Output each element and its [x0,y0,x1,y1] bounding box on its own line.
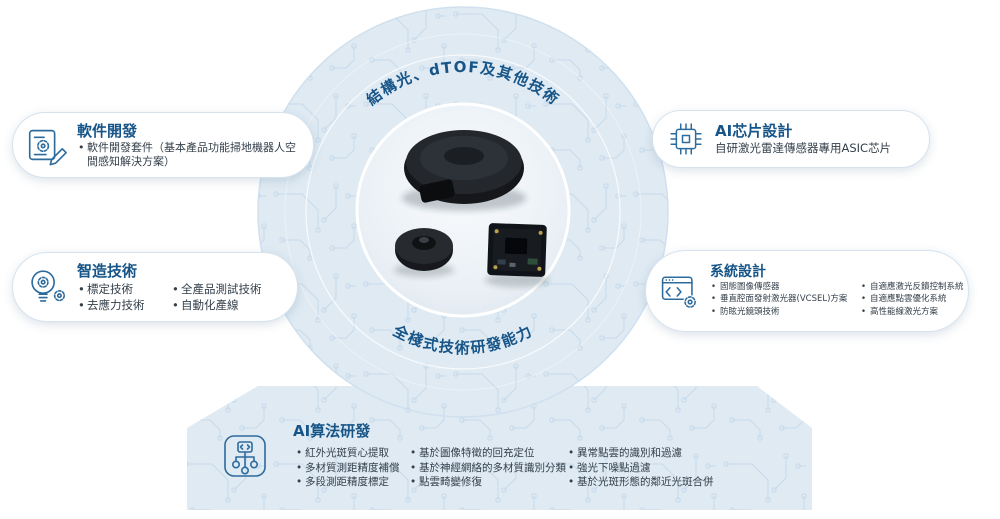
card-manufacturing-technology: 智造技術 標定技術 去應力技術 全產品測試技術 自動化產線 [12,252,298,322]
bullet-item: 多材質測距精度補償 [295,461,409,476]
card-title-chip: AI芯片設計 [715,122,793,140]
lidar-motor-photo [394,228,454,277]
bullet-item: 基於光斑形態的鄰近光斑合併 [567,475,779,490]
bullet-item: 基於神經網絡的多材質識別分類 [409,461,567,476]
window-code-gear-icon [658,269,702,313]
bullet-item: 自適應激光反饋控制系統 [860,281,964,294]
blueprint-pencil-icon [23,122,69,168]
ai-algorithm-section: AI算法研發 紅外光斑質心提取 多材質測距精度補償 多段測距精度標定 基於圖像特… [187,386,812,510]
lidar-sensor-photo [402,130,526,211]
card-title-software: 軟件開發 [77,121,138,140]
card-ai-chip-design: AI芯片設計 自研激光雷達傳感器專用ASIC芯片 [652,110,930,168]
bullet-item: 垂直腔面發射激光器(VCSEL)方案 [710,293,860,306]
bullet-item: 基於圖像特徵的回充定位 [409,446,567,461]
bullet-item: 高性能線激光方案 [860,306,964,319]
bullet-item: 去應力技術 [77,297,171,313]
bullet-item: 防眩光鏡頭技術 [710,306,860,319]
product-photo-circle [355,102,571,318]
bullet-item: 點雲畸變修復 [409,475,567,490]
bullet-item: 自動化產線 [171,297,262,313]
bullet-item: 異常點雲的識別和過濾 [567,446,779,461]
chip-icon [665,118,707,160]
flowchart-code-icon [221,432,269,480]
pcb-board-photo [485,223,549,287]
bullet-item: 紅外光斑質心提取 [295,446,409,461]
card-system-design: 系統設計 固態圖像傳感器 垂直腔面發射激光器(VCSEL)方案 防眩光鏡頭技術 … [645,250,969,332]
card-software-development: 軟件開發 軟件開發套件（基本產品功能掃地機器人空間感知解決方案） [12,112,314,178]
bullet-item: 自適應點雲優化系統 [860,293,964,306]
bullet-item: 多段測距精度標定 [295,475,409,490]
bullet-item: 強光下噪點過濾 [567,461,779,476]
card-title-system: 系統設計 [710,263,766,280]
banner-title-ai-algorithm: AI算法研發 [293,422,371,440]
bullet-item: 軟件開發套件（基本產品功能掃地機器人空間感知解決方案） [77,141,303,169]
bulb-gears-icon [23,264,69,310]
chip-description: 自研激光雷達傳感器專用ASIC芯片 [715,141,892,155]
bullet-item: 固態圖像傳感器 [710,281,860,294]
bullet-item: 標定技術 [77,281,171,297]
card-title-manufacturing: 智造技術 [77,261,138,280]
bullet-item: 全產品測試技術 [171,281,262,297]
